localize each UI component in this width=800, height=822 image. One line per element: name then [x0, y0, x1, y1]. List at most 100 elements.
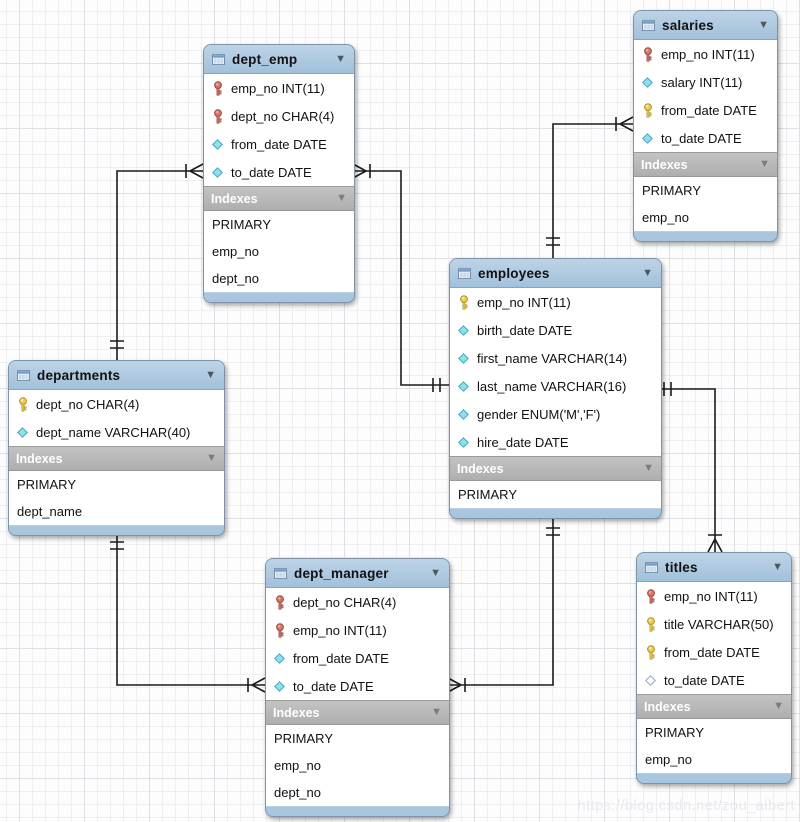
collapse-icon[interactable]: ▼ [643, 462, 654, 474]
indexes-header[interactable]: Indexes ▼ [9, 446, 224, 471]
table-icon [458, 266, 471, 281]
column-label: birth_date DATE [477, 322, 573, 338]
index-row: emp_no [204, 238, 354, 265]
table-departments[interactable]: departments ▼ dept_no CHAR(4) dept_name … [8, 360, 225, 536]
column-row: emp_no INT(11) [634, 40, 777, 68]
relationship-employees-dept_manager[interactable] [447, 515, 560, 693]
column-label: emp_no INT(11) [293, 622, 387, 638]
foreign-primary-key-icon [211, 80, 224, 96]
collapse-icon[interactable]: ▼ [773, 700, 784, 712]
table-header-employees[interactable]: employees ▼ [450, 259, 661, 288]
indexes-label: Indexes [211, 191, 258, 206]
collapse-icon[interactable]: ▼ [206, 452, 217, 464]
table-icon [212, 52, 225, 67]
indexes-header[interactable]: Indexes ▼ [634, 152, 777, 177]
column-label: dept_no CHAR(4) [293, 594, 397, 610]
column-label: title VARCHAR(50) [664, 616, 774, 632]
collapse-icon[interactable]: ▼ [772, 560, 783, 573]
table-footer [637, 773, 791, 783]
index-row: emp_no [637, 746, 791, 773]
indexes-header[interactable]: Indexes ▼ [266, 700, 449, 725]
collapse-icon[interactable]: ▼ [431, 706, 442, 718]
column-label: from_date DATE [293, 650, 389, 666]
column-label: hire_date DATE [477, 434, 569, 450]
index-row: PRIMARY [204, 211, 354, 238]
foreign-primary-key-icon [644, 588, 657, 604]
column-label: to_date DATE [664, 672, 745, 688]
table-header-titles[interactable]: titles ▼ [637, 553, 791, 582]
table-header-dept_emp[interactable]: dept_emp ▼ [204, 45, 354, 74]
table-salaries[interactable]: salaries ▼ emp_no INT(11) salary INT(11) [633, 10, 778, 242]
collapse-icon[interactable]: ▼ [335, 52, 346, 65]
indexes-label: Indexes [457, 461, 504, 476]
index-row: PRIMARY [450, 481, 661, 508]
collapse-icon[interactable]: ▼ [759, 158, 770, 170]
relationship-departments-dept_manager[interactable] [110, 532, 266, 693]
column-row: title VARCHAR(50) [637, 610, 791, 638]
indexes-header[interactable]: Indexes ▼ [450, 456, 661, 481]
column-label: emp_no INT(11) [231, 80, 325, 96]
table-footer [204, 292, 354, 302]
column-row: from_date DATE [266, 644, 449, 672]
foreign-primary-key-icon [273, 594, 286, 610]
index-row: emp_no [266, 752, 449, 779]
collapse-icon[interactable]: ▼ [336, 192, 347, 204]
table-footer [634, 231, 777, 241]
collapse-icon[interactable]: ▼ [758, 18, 769, 31]
indexes-label: Indexes [16, 451, 63, 466]
not-null-column-icon [457, 408, 470, 420]
not-null-column-icon [457, 324, 470, 336]
relationship-employees-dept_emp[interactable] [352, 163, 449, 392]
table-header-salaries[interactable]: salaries ▼ [634, 11, 777, 40]
index-row: PRIMARY [634, 177, 777, 204]
table-header-departments[interactable]: departments ▼ [9, 361, 224, 390]
table-icon [17, 368, 30, 383]
column-label: from_date DATE [661, 102, 757, 118]
column-label: dept_name VARCHAR(40) [36, 424, 191, 440]
table-titles[interactable]: titles ▼ emp_no INT(11) title VARCHAR(50… [636, 552, 792, 784]
table-dept_emp[interactable]: dept_emp ▼ emp_no INT(11) dept_no CHAR(4… [203, 44, 355, 303]
table-dept_manager[interactable]: dept_manager ▼ dept_no CHAR(4) emp_no IN… [265, 558, 450, 817]
index-row: PRIMARY [637, 719, 791, 746]
not-null-column-icon [211, 166, 224, 178]
column-label: emp_no INT(11) [661, 46, 755, 62]
column-row: dept_no CHAR(4) [9, 390, 224, 418]
column-label: emp_no INT(11) [477, 294, 571, 310]
table-footer [450, 508, 661, 518]
primary-key-icon [644, 616, 657, 632]
index-row: emp_no [634, 204, 777, 231]
table-employees[interactable]: employees ▼ emp_no INT(11) birth_date DA… [449, 258, 662, 519]
indexes-header[interactable]: Indexes ▼ [637, 694, 791, 719]
relationship-employees-salaries[interactable] [546, 116, 634, 258]
column-row: to_date DATE [637, 666, 791, 694]
table-footer [9, 525, 224, 535]
indexes-label: Indexes [641, 157, 688, 172]
indexes-label: Indexes [644, 699, 691, 714]
column-label: from_date DATE [664, 644, 760, 660]
indexes-header[interactable]: Indexes ▼ [204, 186, 354, 211]
foreign-primary-key-icon [641, 46, 654, 62]
column-row: hire_date DATE [450, 428, 661, 456]
column-row: dept_name VARCHAR(40) [9, 418, 224, 446]
table-header-dept_manager[interactable]: dept_manager ▼ [266, 559, 449, 588]
column-label: salary INT(11) [661, 74, 743, 90]
table-title: employees [478, 265, 550, 281]
table-footer [266, 806, 449, 816]
column-label: dept_no CHAR(4) [231, 108, 335, 124]
not-null-column-icon [457, 436, 470, 448]
column-row: dept_no CHAR(4) [204, 102, 354, 130]
collapse-icon[interactable]: ▼ [642, 266, 653, 279]
index-row: dept_name [9, 498, 224, 525]
index-row: PRIMARY [266, 725, 449, 752]
table-title: titles [665, 559, 698, 575]
relationship-departments-dept_emp[interactable] [110, 163, 204, 360]
column-row: gender ENUM('M','F') [450, 400, 661, 428]
column-row: emp_no INT(11) [450, 288, 661, 316]
foreign-primary-key-icon [273, 622, 286, 638]
relationship-employees-titles[interactable] [660, 382, 723, 553]
collapse-icon[interactable]: ▼ [430, 566, 441, 579]
column-label: gender ENUM('M','F') [477, 406, 601, 422]
collapse-icon[interactable]: ▼ [205, 368, 216, 381]
